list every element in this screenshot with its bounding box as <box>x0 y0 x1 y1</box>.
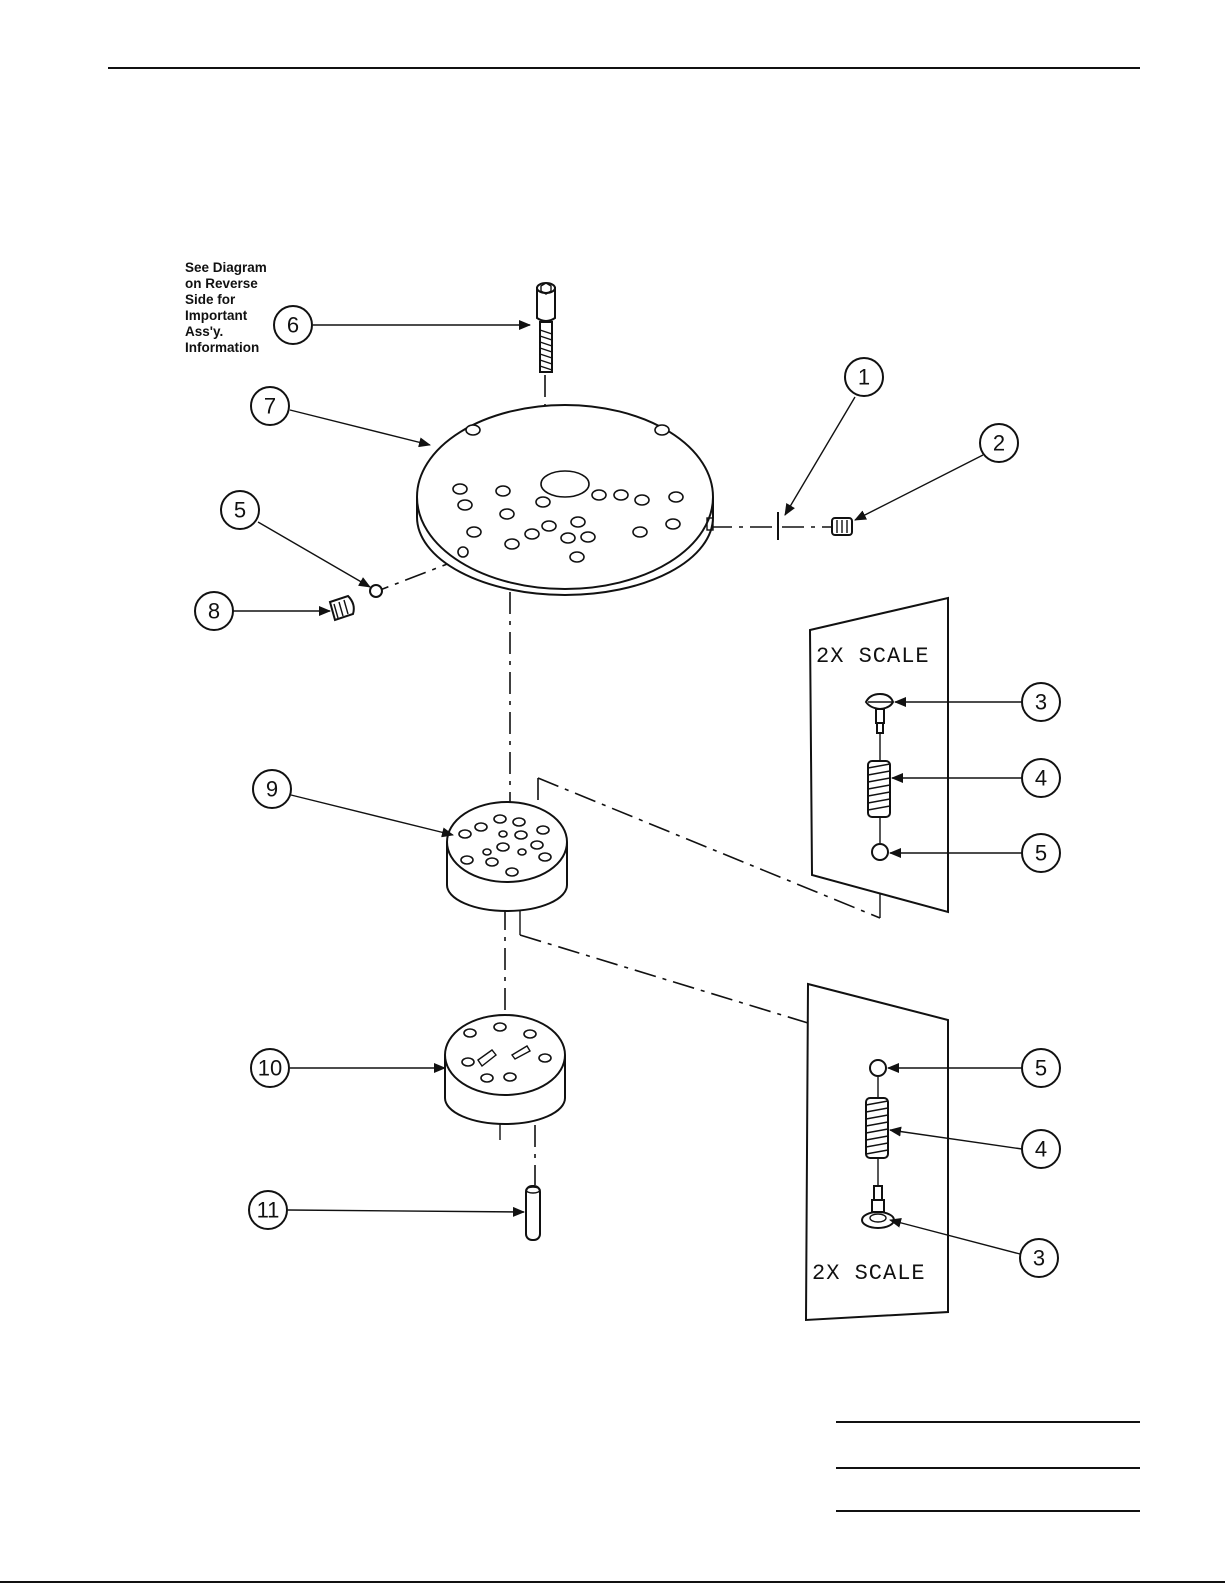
callout-5-top: 5 <box>1022 834 1060 872</box>
svg-text:3: 3 <box>1035 690 1047 715</box>
ball-part <box>870 1060 886 1076</box>
callout-1: 1 <box>845 358 883 396</box>
note-line: Important <box>185 308 248 323</box>
note-line: Side for <box>185 292 236 307</box>
callout-4-bottom: 4 <box>1022 1130 1060 1168</box>
ball-part <box>872 844 888 860</box>
svg-text:2: 2 <box>993 431 1005 456</box>
cap-screw-part <box>537 283 555 372</box>
callout-2: 2 <box>980 424 1018 462</box>
callout-3-bottom: 3 <box>1020 1239 1058 1277</box>
svg-text:10: 10 <box>258 1056 282 1081</box>
callout-8: 8 <box>195 592 233 630</box>
svg-text:5: 5 <box>1035 841 1047 866</box>
plug-screw-part <box>832 518 852 535</box>
svg-text:7: 7 <box>264 394 276 419</box>
callout-3-top: 3 <box>1022 683 1060 721</box>
svg-text:5: 5 <box>1035 1056 1047 1081</box>
callout-9: 9 <box>253 770 291 808</box>
callout-10: 10 <box>251 1049 289 1087</box>
svg-text:6: 6 <box>287 313 299 338</box>
note-line: Ass'y. <box>185 324 223 339</box>
assembly-note: See Diagram on Reverse Side for Importan… <box>185 260 271 355</box>
svg-text:4: 4 <box>1035 766 1047 791</box>
callout-7: 7 <box>251 387 289 425</box>
set-screw-part <box>330 596 354 620</box>
callout-6: 6 <box>274 306 312 344</box>
valve-block-part <box>445 1015 565 1124</box>
callout-5-left: 5 <box>221 491 259 529</box>
svg-text:1: 1 <box>858 365 870 390</box>
svg-text:9: 9 <box>266 777 278 802</box>
dowel-pin-part <box>526 1186 540 1240</box>
svg-text:5: 5 <box>234 498 246 523</box>
ball-part <box>370 585 382 597</box>
scale-label-top: 2X SCALE <box>816 644 930 669</box>
detail-panel-bottom: 2X SCALE <box>806 984 948 1320</box>
svg-text:3: 3 <box>1033 1246 1045 1271</box>
cylinder-block-part <box>447 802 567 911</box>
note-line: on Reverse <box>185 276 258 291</box>
callout-5-bottom: 5 <box>1022 1049 1060 1087</box>
spring-part <box>868 761 890 817</box>
callout-11: 11 <box>249 1191 287 1229</box>
manifold-plate-part <box>417 405 713 595</box>
note-line: See Diagram <box>185 260 267 275</box>
detail-panel-top: 2X SCALE <box>810 598 948 912</box>
spring-part <box>866 1098 888 1158</box>
note-line: Information <box>185 340 259 355</box>
scale-label-bottom: 2X SCALE <box>812 1261 926 1286</box>
svg-text:4: 4 <box>1035 1137 1047 1162</box>
callout-4-top: 4 <box>1022 759 1060 797</box>
svg-text:8: 8 <box>208 599 220 624</box>
svg-text:11: 11 <box>257 1198 280 1223</box>
